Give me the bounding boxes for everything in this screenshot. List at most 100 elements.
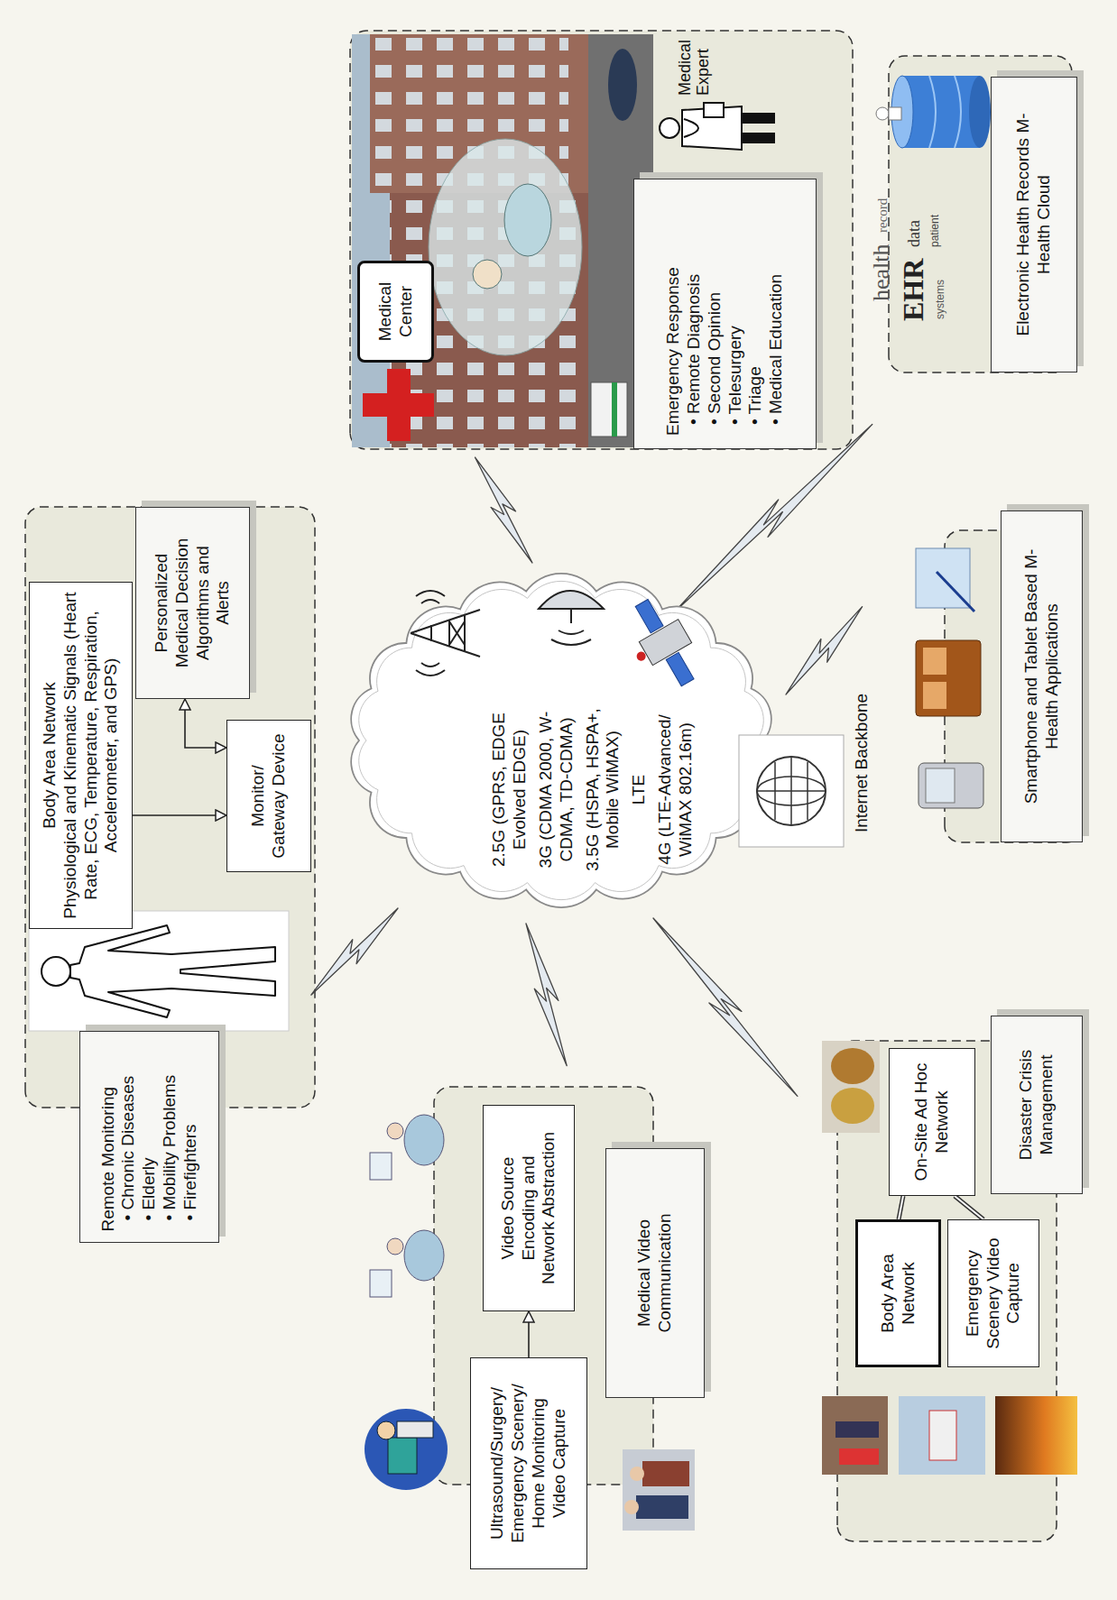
node-text: Personalized Medical Decision Algorithms… (151, 526, 234, 681)
node-text: Emergency Response (663, 192, 684, 436)
text-group: Medical Video Communication (634, 1197, 676, 1351)
text-group: Remote Monitoring• Chronic Diseases• Eld… (98, 1043, 202, 1233)
wireless-link-bolt (516, 921, 576, 1070)
disaster-photo (830, 1048, 875, 1085)
medical-sketch (369, 1270, 392, 1298)
emergency-photo (624, 1500, 639, 1515)
disaster-photo (839, 1449, 879, 1466)
ultrasound-drawing (396, 1421, 434, 1439)
title-box: Medical Video Communication (605, 1148, 705, 1399)
satellite-dish (538, 590, 604, 610)
database-cylinder (876, 107, 889, 121)
node-text-line: LTE (628, 701, 650, 878)
medical-expert-figure (703, 102, 724, 118)
medical-sketch (404, 1115, 444, 1166)
node-text-line: • Medical Education (766, 192, 787, 436)
connector (898, 1196, 904, 1220)
internet-globe (738, 735, 844, 848)
node-text: Body Area Network (877, 1244, 920, 1344)
medical-expert-figure (683, 119, 699, 138)
node-text-line: • Triage (745, 192, 767, 436)
satellite-dish (551, 630, 591, 646)
text-label: record (875, 198, 891, 233)
node-text: Monitor/ Gateway Device (248, 732, 290, 861)
network-cloud: 2.5G (GPRS, EDGE Evolved EDGE)3G (CDMA 2… (336, 566, 786, 914)
text-group: Electronic Health Records M-Health Cloud (1013, 107, 1055, 342)
mobile-device-icon (918, 763, 984, 809)
text-group: Disaster Crisis Management (1015, 1033, 1058, 1178)
medical-expert-figure (659, 102, 775, 150)
text-group: Monitor/ Gateway Device (248, 732, 290, 861)
red-cross (387, 369, 411, 442)
connector-line (898, 1196, 904, 1220)
wireless-link-bolt (304, 901, 406, 1003)
title-box: Electronic Health Records M-Health Cloud (990, 76, 1078, 373)
text-label: Medical Expert (676, 28, 713, 96)
process-box: Emergency Scenery Video Capture (947, 1219, 1040, 1368)
hospital-photo (428, 138, 582, 356)
text-group: Ultrasound/Surgery/ Emergency Scenery/ H… (487, 1375, 570, 1552)
database-cylinder (969, 75, 991, 148)
text-label: patient (929, 214, 942, 248)
list-box: Remote Monitoring• Chronic Diseases• Eld… (79, 1031, 220, 1244)
medical-expert-figure (741, 113, 775, 123)
process-box: Body Area Network (855, 1219, 942, 1368)
text-group: On-Site Ad Hoc Network (911, 1059, 953, 1186)
text-label: data (905, 220, 924, 248)
disaster-photo (821, 1041, 880, 1134)
cell-tower (410, 609, 481, 657)
node-text-line: Physiological and Kinematic Signals (Hea… (60, 590, 122, 921)
text-label: EHR (897, 258, 930, 322)
mobile-device-icon (915, 640, 981, 717)
signal-box: Body Area NetworkPhysiological and Kinem… (28, 581, 133, 930)
emergency-photo (642, 1461, 690, 1487)
hospital-photo (611, 382, 618, 437)
connector-line (954, 1196, 984, 1220)
satellite-dish (570, 609, 573, 624)
node-text-line: • Mobility Problems (159, 1043, 181, 1233)
node-text: Smartphone and Tablet Based M-Health App… (1021, 545, 1063, 808)
node-text-line: • Telesurgery (725, 192, 747, 436)
node-text: Emergency Scenery Video Capture (962, 1230, 1025, 1358)
ultrasound-drawing (364, 1409, 448, 1491)
title-box: Disaster Crisis Management (990, 1015, 1083, 1195)
medical-sketch (387, 1123, 404, 1140)
wireless-link-bolt (645, 912, 805, 1103)
emergency-photo (629, 1467, 645, 1482)
body-silhouette (41, 957, 71, 987)
medical-sketch (369, 1153, 392, 1181)
text-label: Internet Backbone (852, 668, 872, 859)
node-text-line: • Chronic Diseases (118, 1043, 139, 1233)
wireless-link-bolt (778, 600, 870, 702)
satellite (635, 650, 648, 664)
database-cylinder (929, 75, 961, 148)
connector (528, 1311, 530, 1358)
mobile-device-icon (923, 682, 947, 710)
process-box: On-Site Ad Hoc Network (888, 1048, 976, 1197)
satellite (635, 599, 664, 633)
connector-line (132, 814, 227, 817)
red-cross (362, 369, 434, 442)
device-box: Monitor/ Gateway Device (226, 720, 312, 873)
node-text: On-Site Ad Hoc Network (911, 1059, 953, 1186)
wireless-link-bolt (466, 452, 542, 568)
disaster-photo (898, 1396, 986, 1476)
text-group: Emergency Scenery Video Capture (962, 1230, 1025, 1358)
emergency-photo (636, 1495, 689, 1520)
cloud-outline (350, 573, 772, 908)
internet-globe (738, 735, 844, 848)
node-text-line: 3G (CDMA 2000, W-CDMA, TD-CDMA) (535, 701, 578, 878)
node-text-line: • Elderly (138, 1043, 160, 1233)
node-text-line: 4G (LTE-Advanced/ WiMAX 802.16m) (655, 701, 697, 878)
cell-tower (415, 590, 445, 676)
text-group: Emergency Response• Remote Diagnosis• Se… (663, 192, 787, 436)
disaster-photo (995, 1396, 1078, 1476)
hospital-photo (504, 184, 552, 257)
body-silhouette (70, 925, 276, 1018)
node-text: Body Area Network (39, 590, 61, 921)
text-group: Body Area Network (877, 1244, 920, 1344)
node-text: Video Source Encoding and Network Abstra… (498, 1125, 560, 1293)
satellite-dish (538, 590, 604, 646)
emergency-photo (622, 1449, 695, 1532)
ultrasound-drawing (377, 1421, 396, 1441)
